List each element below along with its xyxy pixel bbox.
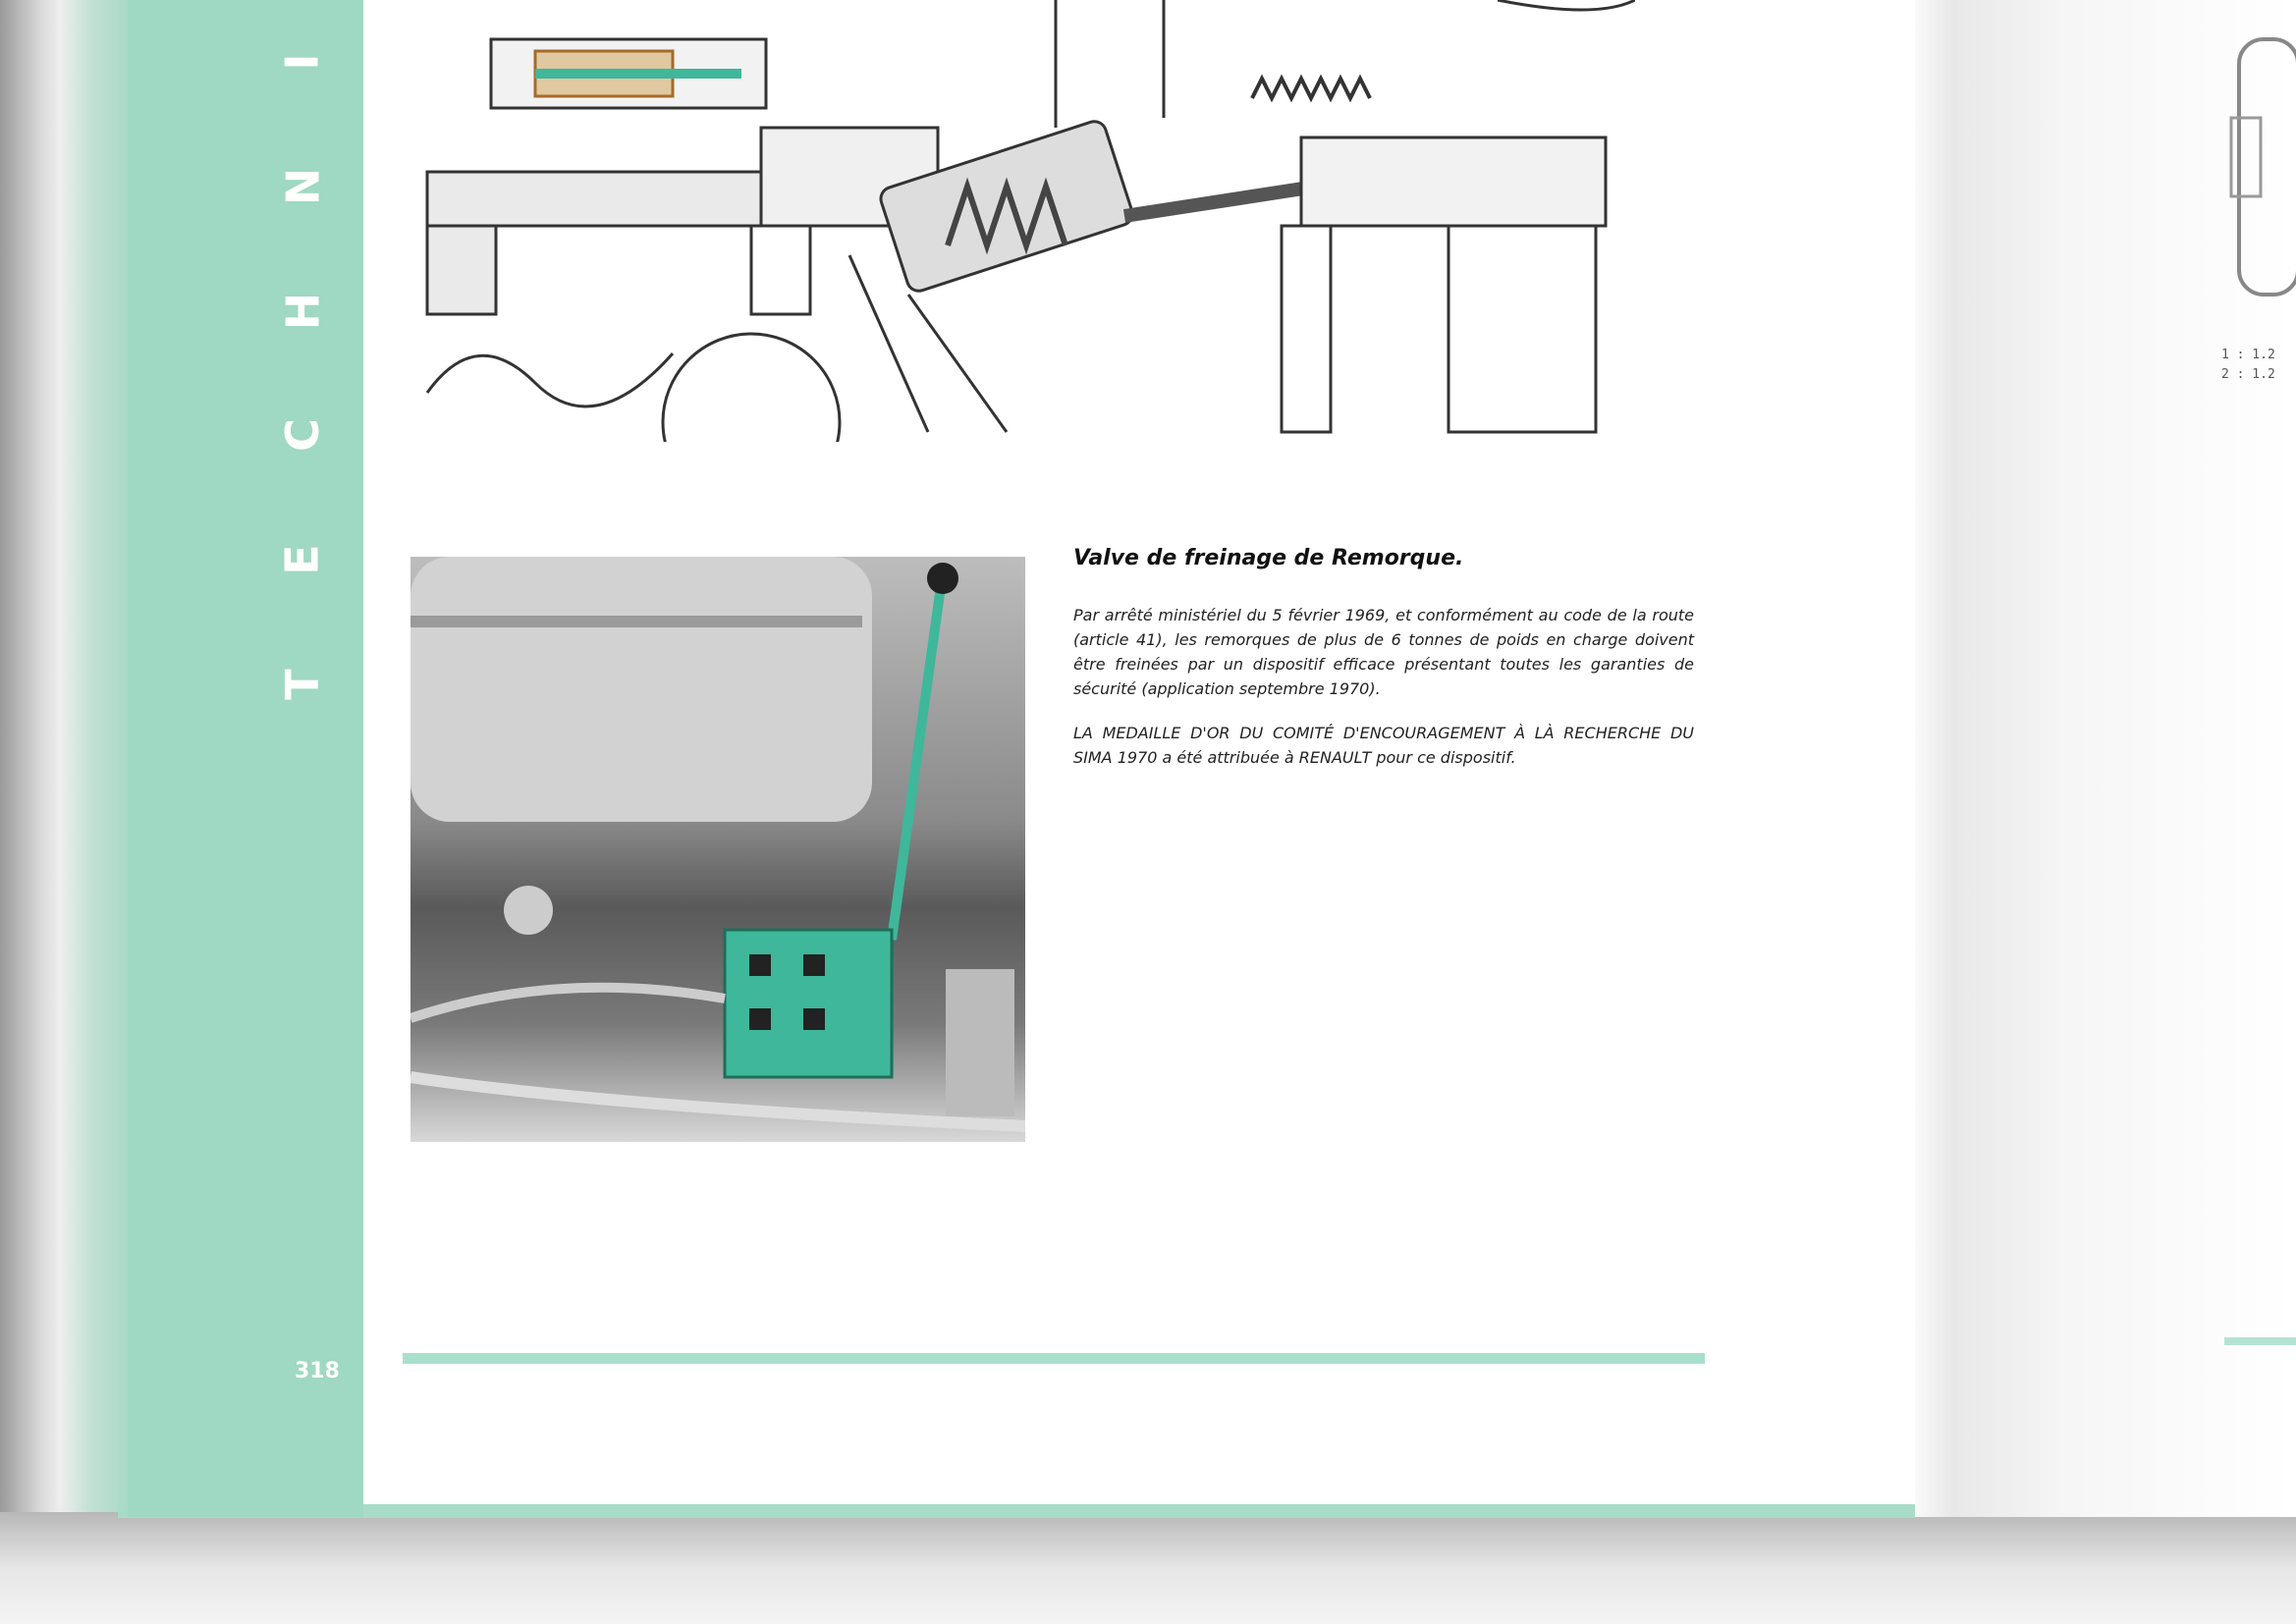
section-letter: T [275,668,329,700]
section-letter: I [276,53,329,71]
right-page-fragment: 1 : 1.2 [2221,348,2275,362]
trailer-brake-valve-photo [410,557,1025,1142]
article-title: Valve de freinage de Remorque. [1073,546,1464,570]
section-label-vertical: T E C H N I [273,0,332,746]
right-page-drawing [2229,37,2296,297]
page-bottom-edge [118,1502,1915,1518]
footer-rule [403,1353,1705,1364]
section-letter: H [276,292,329,330]
page-number: 318 [295,1359,340,1383]
right-page-fragment: 2 : 1.2 [2221,367,2275,382]
right-page-rule [2224,1337,2296,1345]
article-body: Par arrêté ministériel du 5 février 1969… [1073,603,1694,789]
right-page-text: 1 : 1.2 2 : 1.2 [2221,346,2275,385]
book-shadow [0,1512,2296,1624]
section-letter: N [276,167,329,206]
photo-illustration [410,557,1025,1132]
right-page-partial [1915,0,2296,1517]
article-paragraph: LA MEDAILLE D'OR DU COMITÉ D'ENCOURAGEME… [1073,724,1694,767]
section-letter: E [276,544,329,575]
section-sidebar [128,0,363,1517]
section-letter: C [275,418,329,453]
book-page-edges [0,0,133,1571]
technical-cutaway-diagram [425,0,1635,442]
article-paragraph: Par arrêté ministériel du 5 février 1969… [1073,606,1694,698]
